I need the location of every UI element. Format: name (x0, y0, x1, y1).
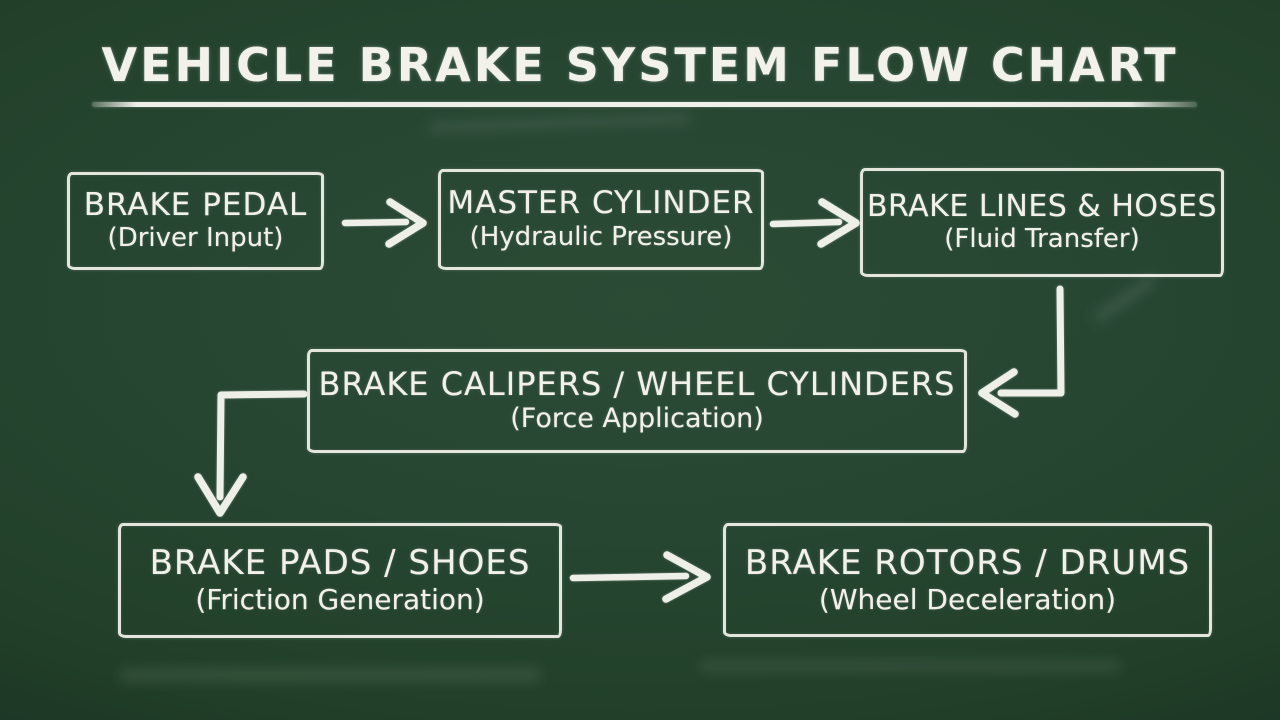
node-brake-calipers-wheel-cylinders: BRAKE CALIPERS / WHEEL CYLINDERS (Force … (307, 349, 967, 453)
node-label: BRAKE PEDAL (83, 186, 308, 223)
chalk-smudge (1094, 275, 1156, 323)
node-label: BRAKE LINES & HOSES (866, 188, 1218, 224)
node-label: BRAKE CALIPERS / WHEEL CYLINDERS (318, 365, 956, 404)
arrow-pedal-to-master-icon (341, 198, 427, 248)
node-master-cylinder: MASTER CYLINDER (Hydraulic Pressure) (438, 169, 764, 270)
arrow-calipers-to-pads-icon (194, 390, 308, 517)
node-label: BRAKE ROTORS / DRUMS (744, 542, 1191, 583)
node-brake-pedal: BRAKE PEDAL (Driver Input) (67, 172, 324, 270)
node-brake-pads-shoes: BRAKE PADS / SHOES (Friction Generation) (118, 523, 562, 638)
node-sublabel: (Wheel Deceleration) (818, 582, 1117, 616)
arrow-pads-to-rotors-icon (569, 551, 711, 603)
node-label: BRAKE PADS / SHOES (149, 543, 531, 584)
node-sublabel: (Hydraulic Pressure) (469, 221, 733, 252)
node-sublabel: (Driver Input) (107, 223, 284, 254)
title-underline (92, 102, 1197, 107)
node-brake-lines-hoses: BRAKE LINES & HOSES (Fluid Transfer) (860, 168, 1224, 277)
chalk-smudge (700, 660, 1120, 672)
chalk-smudge (429, 113, 691, 133)
page-title: VEHICLE BRAKE SYSTEM FLOW CHART (101, 38, 1179, 92)
chalk-smudge (120, 668, 540, 682)
node-brake-rotors-drums: BRAKE ROTORS / DRUMS (Wheel Deceleration… (723, 523, 1212, 637)
node-sublabel: (Friction Generation) (195, 583, 485, 617)
node-sublabel: (Fluid Transfer) (944, 224, 1140, 255)
node-label: MASTER CYLINDER (447, 185, 755, 222)
arrow-master-to-lines-icon (769, 198, 860, 248)
arrow-lines-to-calipers-icon (978, 285, 1065, 418)
node-sublabel: (Force Application) (510, 403, 764, 435)
